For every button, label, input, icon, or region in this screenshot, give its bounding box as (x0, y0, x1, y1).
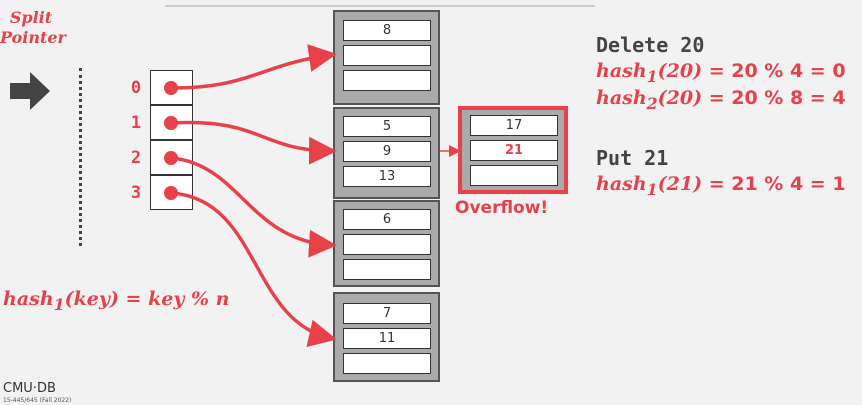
arrow-3 (171, 191, 337, 348)
arrow-0 (171, 44, 337, 90)
dir-slot-2 (150, 140, 193, 175)
slot (343, 353, 431, 374)
arrow-1 (171, 120, 337, 165)
dir-index-1: 1 (130, 113, 142, 133)
cmu-db-logo: CMU·DB (3, 381, 56, 396)
slot (343, 234, 431, 255)
delete-title: Delete 20 (596, 33, 705, 57)
slot (470, 165, 558, 186)
pointer-dot (164, 151, 178, 165)
slot: 8 (343, 20, 431, 41)
top-rule (165, 5, 595, 7)
slot (343, 259, 431, 280)
slot: 9 (343, 141, 431, 162)
overflow-bucket: 17 21 (458, 106, 568, 194)
slot: 11 (343, 328, 431, 349)
delete-hash2: hash2(20) = 20 % 8 = 4 (596, 87, 846, 113)
delete-hash1: hash1(20) = 20 % 4 = 0 (596, 60, 846, 86)
bucket-3: 7 11 (333, 292, 440, 382)
slot (343, 70, 431, 91)
pointer-dot (164, 81, 178, 95)
dir-index-2: 2 (130, 148, 142, 168)
slot: 7 (343, 303, 431, 324)
dir-index-0: 0 (130, 78, 142, 98)
slot: 5 (343, 116, 431, 137)
overflow-label: Overflow! (455, 198, 549, 218)
put-hash1: hash1(21) = 21 % 4 = 1 (596, 173, 846, 199)
slot: 6 (343, 209, 431, 230)
slot: 17 (470, 115, 558, 136)
hash-formula: hash1(key) = key % n (3, 288, 230, 314)
split-pointer-line (79, 68, 82, 246)
course-label: 15-445/645 (Fall 2022) (3, 397, 72, 404)
slot: 13 (343, 166, 431, 187)
bucket-2: 6 (333, 200, 440, 287)
slot (343, 45, 431, 66)
split-pointer-label: Split Pointer (0, 8, 66, 47)
pointer-dot (164, 116, 178, 130)
dir-index-3: 3 (130, 183, 142, 203)
pointer-dot (164, 186, 178, 200)
bucket-1: 5 9 13 (333, 107, 440, 199)
dir-slot-3 (150, 175, 193, 210)
split-pointer-arrow-icon (10, 72, 50, 110)
arrow-2 (171, 156, 337, 258)
put-title: Put 21 (596, 146, 669, 170)
slot-new: 21 (470, 140, 558, 161)
bucket-0: 8 (333, 10, 440, 105)
